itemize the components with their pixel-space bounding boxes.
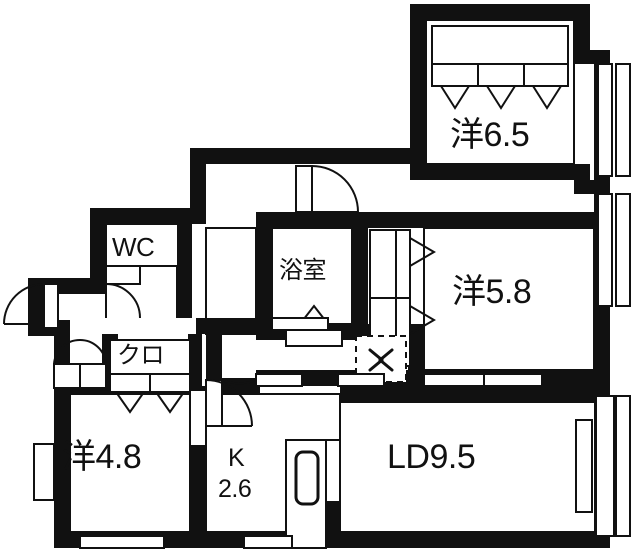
toilet-room: [105, 223, 179, 267]
folding-door-arrows: [409, 237, 436, 335]
entrance-door: [3, 283, 59, 329]
toilet-door: [105, 265, 141, 319]
kitchen-door: [205, 379, 257, 427]
room-label-kitchen-size: 2.6: [218, 475, 252, 503]
kitchen-sink: [285, 439, 341, 549]
doorway-openings: [189, 317, 543, 447]
room-label-washitsu-58: 洋5.8: [452, 273, 532, 311]
room-label-washitsu-65: 洋6.5: [450, 116, 530, 154]
folding-door-arrows: [440, 85, 562, 110]
windows-bottom: [33, 443, 293, 549]
shoe-closet: [53, 338, 107, 389]
room-label-closet: クロ: [117, 342, 165, 369]
room-label-bathroom: 浴室: [279, 257, 327, 284]
folding-door-arrows: [115, 391, 185, 414]
balcony-lower: [575, 395, 631, 537]
room-label-toilet: WC: [112, 232, 155, 262]
closet-washitsu-48: [109, 339, 191, 414]
balcony-upper: [597, 63, 631, 307]
room-label-ld-95: LD9.5: [387, 438, 476, 476]
closet-washitsu-65: [431, 25, 569, 110]
room-label-washitsu-48: 洋4.8: [62, 438, 142, 476]
corridor-door: [295, 165, 359, 213]
room-label-kitchen: K: [228, 444, 245, 472]
